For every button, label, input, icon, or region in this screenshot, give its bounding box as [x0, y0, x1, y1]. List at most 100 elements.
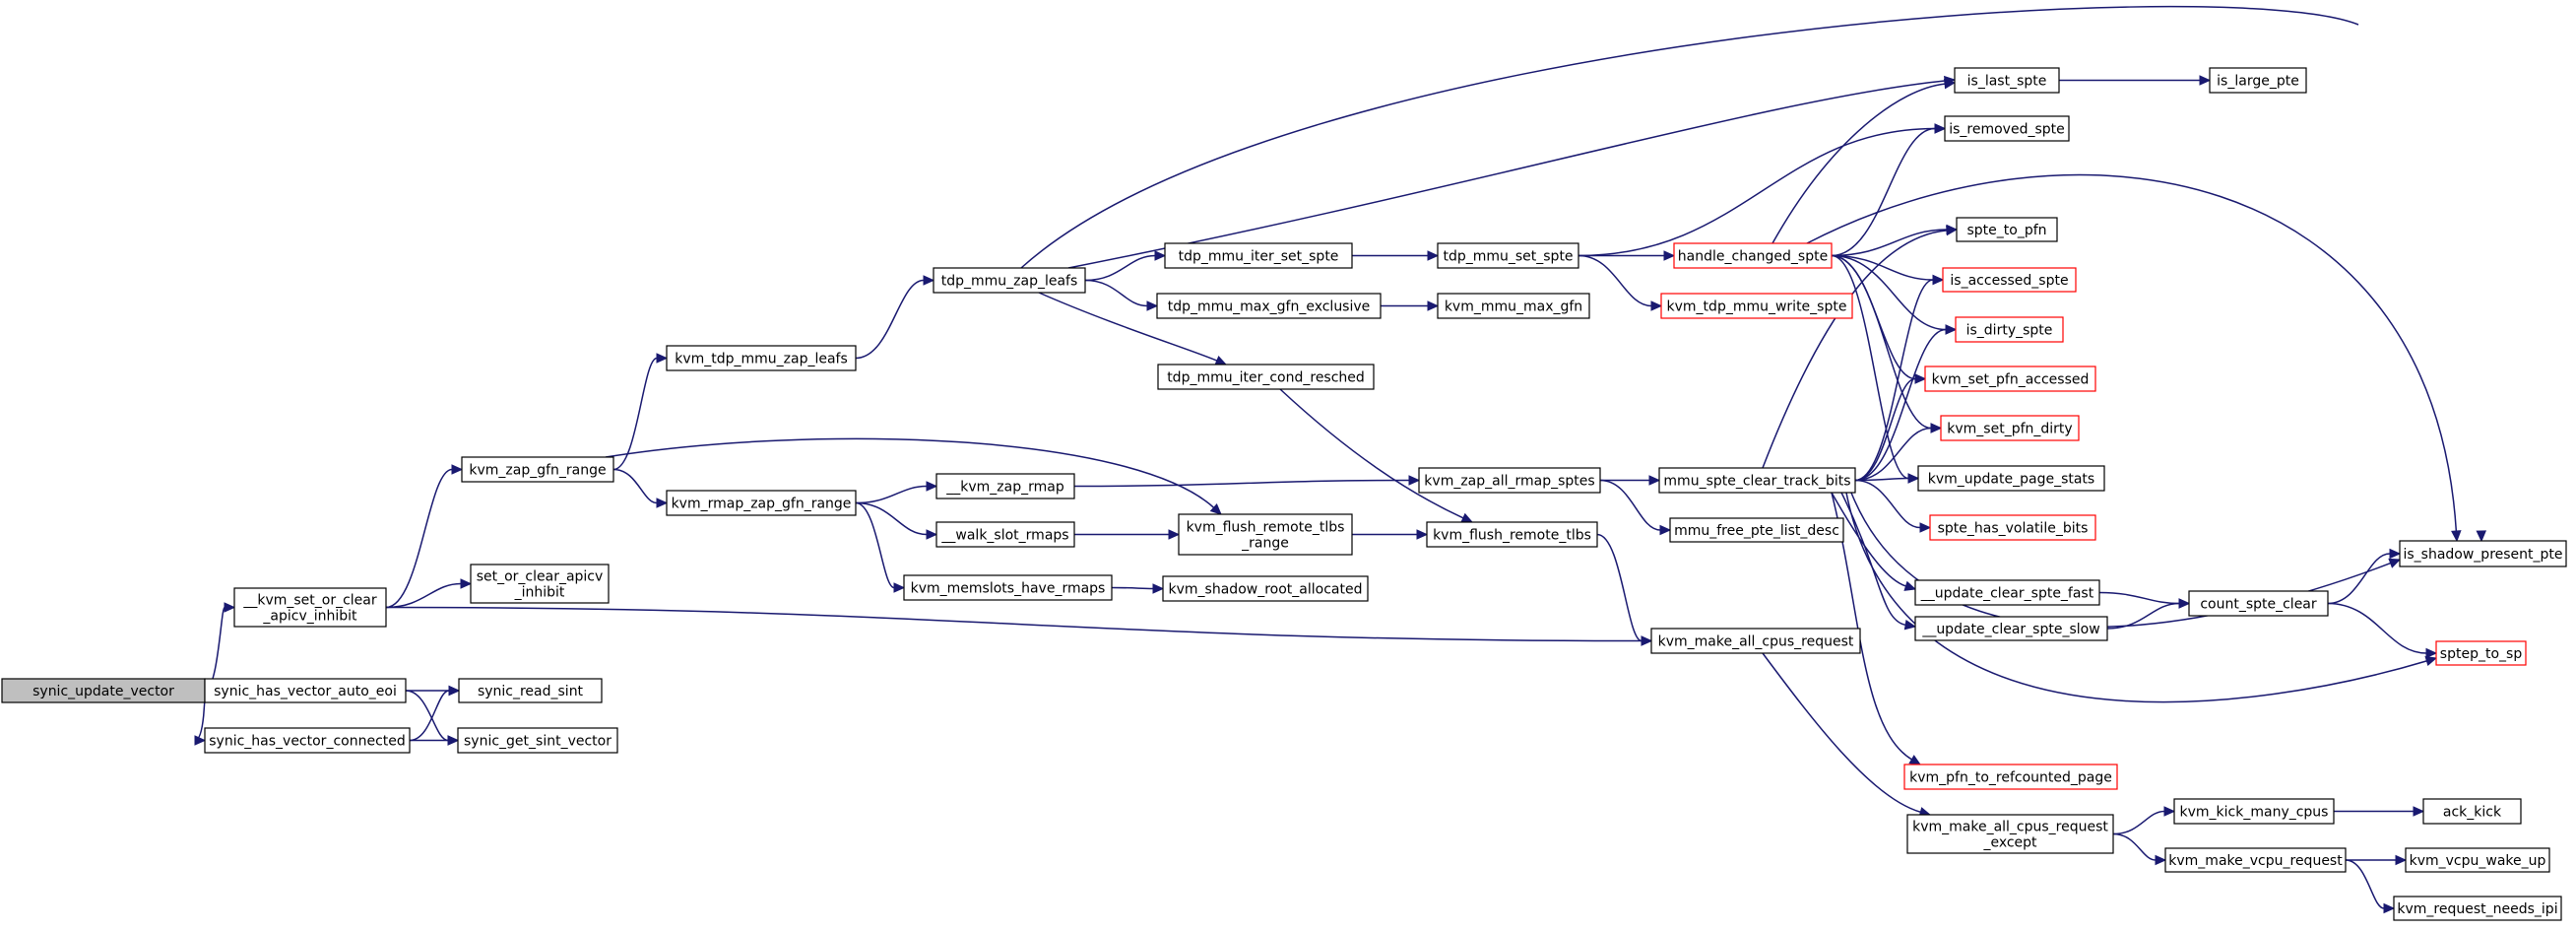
node-synic-has-vector-auto-eoi[interactable]: synic_has_vector_auto_eoi: [204, 678, 407, 703]
node-kvm-make-vcpu-request[interactable]: kvm_make_vcpu_request: [2164, 847, 2347, 873]
node-label: kvm_vcpu_wake_up: [2410, 853, 2546, 869]
node-mmu-spte-clear-track-bits[interactable]: mmu_spte_clear_track_bits: [1658, 467, 1856, 494]
node-update-clear-spte-slow[interactable]: __update_clear_spte_slow: [1914, 616, 2108, 641]
node-label: __update_clear_spte_slow: [1921, 622, 2099, 637]
node-box: [1650, 628, 1861, 654]
node-kvm-pfn-to-refcounted-page[interactable]: kvm_pfn_to_refcounted_page: [1903, 764, 2118, 790]
node-synic-get-sint-vector[interactable]: synic_get_sint_vector: [457, 727, 618, 754]
node-kvm-tdp-mmu-zap-leafs[interactable]: kvm_tdp_mmu_zap_leafs: [666, 345, 857, 371]
edge-mmu_spte_clear_track_bits-to-sptep_to_sp: [1845, 492, 2438, 703]
edge-line: [1831, 254, 1932, 430]
node-box: [1955, 316, 2064, 343]
node-box: [1903, 764, 2118, 790]
node-label: spte_to_pfn: [1966, 223, 2046, 238]
node-ack-kick[interactable]: ack_kick: [2422, 798, 2522, 825]
node-synic-has-vector-connected[interactable]: synic_has_vector_connected: [204, 727, 411, 754]
node-label: kvm_zap_all_rmap_sptes: [1424, 474, 1594, 490]
node-kvm-kick-many-cpus[interactable]: kvm_kick_many_cpus: [2173, 798, 2335, 825]
edge-arrowhead: [1214, 356, 1228, 366]
edge-line: [1084, 254, 1156, 282]
edge-kvm_zap_all_rmap_sptes-to-mmu_free_pte_list_desc: [1599, 479, 1672, 536]
edge-mmu_spte_clear_track_bits-to-__update_clear_spte_slow: [1840, 492, 1917, 631]
node-count-spte-clear[interactable]: count_spte_clear: [2188, 590, 2329, 617]
node-kvm-request-needs-ipi[interactable]: kvm_request_needs_ipi: [2393, 896, 2562, 921]
node-label: synic_get_sint_vector: [464, 734, 612, 750]
node-synic-read-sint[interactable]: synic_read_sint: [458, 678, 603, 703]
node-walk-slot-rmaps[interactable]: __walk_slot_rmaps: [935, 521, 1075, 548]
edge-line: [855, 279, 925, 360]
node-kvm-mmu-max-gfn[interactable]: kvm_mmu_max_gfn: [1437, 293, 1590, 319]
edge-line: [1038, 292, 1218, 362]
node-kvm-set-pfn-accessed[interactable]: kvm_set_pfn_accessed: [1924, 366, 2096, 392]
edge-line: [1854, 328, 1947, 482]
edge-line: [1279, 388, 1464, 519]
node-sptep-to-sp[interactable]: sptep_to_sp: [2435, 640, 2527, 666]
node-kvm-shadow-root-allocated[interactable]: kvm_shadow_root_allocated: [1162, 575, 1369, 602]
node-kvm-rmap-zap-gfn-range[interactable]: kvm_rmap_zap_gfn_range: [666, 490, 857, 516]
node-label: is_last_spte: [1967, 74, 2047, 90]
node-kvm-tdp-mmu-write-spte[interactable]: kvm_tdp_mmu_write_spte: [1660, 293, 1853, 319]
node-synic-update-vector[interactable]: synic_update_vector: [1, 678, 206, 703]
node-kvm-zap-gfn-range[interactable]: kvm_zap_gfn_range: [461, 456, 614, 483]
node-is-accessed-spte[interactable]: is_accessed_spte: [1942, 267, 2077, 293]
node-box: [1426, 521, 1598, 548]
node-kvm-flush-remote-tlbs[interactable]: kvm_flush_remote_tlbs: [1426, 521, 1598, 548]
edge-arrowhead: [1648, 475, 1661, 486]
node-is-dirty-spte[interactable]: is_dirty_spte: [1955, 316, 2064, 343]
edge-tdp_mmu_zap_leafs-to-tdp_mmu_iter_set_spte: [1084, 250, 1167, 282]
node-spte-to-pfn[interactable]: spte_to_pfn: [1956, 217, 2058, 242]
node-box: [666, 490, 857, 516]
edge-tdp_mmu_zap_leafs-to-is_last_spte: [1067, 75, 1957, 269]
edge-arrowhead: [224, 602, 236, 613]
node-is-last-spte[interactable]: is_last_spte: [1954, 67, 2060, 94]
edge-arrowhead: [1650, 300, 1663, 311]
node-set-or-clear-apicv-inhibit[interactable]: set_or_clear_apicv_inhibit: [470, 564, 610, 604]
node-label: __kvm_zap_rmap: [945, 480, 1064, 496]
node-kvm-vcpu-wake-up[interactable]: kvm_vcpu_wake_up: [2405, 847, 2550, 873]
edge-__kvm_set_or_clear_apicv_inhibit-to-kvm_make_all_cpus_request: [385, 606, 1653, 646]
node-kvm-zap-rmap[interactable]: __kvm_zap_rmap: [935, 473, 1075, 499]
node-handle-changed-spte[interactable]: handle_changed_spte: [1673, 242, 1833, 269]
node-box: [457, 727, 618, 754]
node-is-removed-spte[interactable]: is_removed_spte: [1944, 115, 2070, 142]
node-label: kvm_tdp_mmu_write_spte: [1667, 299, 1847, 315]
node-kvm-update-page-stats[interactable]: kvm_update_page_stats: [1917, 465, 2105, 492]
node-kvm-make-all-cpus-request[interactable]: kvm_make_all_cpus_request: [1650, 628, 1861, 654]
node-tdp-mmu-set-spte[interactable]: tdp_mmu_set_spte: [1437, 242, 1579, 269]
node-box: [2164, 847, 2347, 873]
node-mmu-free-pte-list-desc[interactable]: mmu_free_pte_list_desc: [1669, 517, 1844, 543]
node-label: _range: [1241, 536, 1289, 552]
node-label: synic_has_vector_connected: [209, 734, 406, 750]
node-is-shadow-present-pte[interactable]: is_shadow_present_pte: [2399, 540, 2567, 567]
node-box: [2188, 590, 2329, 617]
node-kvm-flush-remote-tlbs-range[interactable]: kvm_flush_remote_tlbs_range: [1178, 513, 1353, 556]
edge-kvm_make_all_cpus_request_except-to-kvm_make_vcpu_request: [2112, 832, 2167, 866]
node-kvm-memslots-have-rmaps[interactable]: kvm_memslots_have_rmaps: [903, 574, 1113, 601]
edge-line: [1831, 492, 1906, 587]
edge-line: [1831, 127, 1936, 257]
node-label: kvm_zap_gfn_range: [469, 463, 606, 479]
node-tdp-mmu-zap-leafs[interactable]: tdp_mmu_zap_leafs: [933, 267, 1086, 294]
node-kvm-set-pfn-dirty[interactable]: kvm_set_pfn_dirty: [1940, 415, 2080, 441]
node-tdp-mmu-max-gfn-exclusive[interactable]: tdp_mmu_max_gfn_exclusive: [1156, 293, 1382, 319]
node-label: kvm_kick_many_cpus: [2180, 805, 2329, 821]
edge-line: [1578, 254, 1652, 307]
node-label: handle_changed_spte: [1678, 249, 1828, 265]
node-box: [1940, 415, 2080, 441]
node-tdp-mmu-iter-cond-resched[interactable]: tdp_mmu_iter_cond_resched: [1157, 364, 1375, 390]
node-kvm-zap-all-rmap-sptes[interactable]: kvm_zap_all_rmap_sptes: [1418, 467, 1601, 494]
node-spte-has-volatile-bits[interactable]: spte_has_volatile_bits: [1929, 514, 2096, 541]
edge-line: [1831, 254, 1934, 281]
node-box: [1914, 579, 2100, 606]
node-update-clear-spte-fast[interactable]: __update_clear_spte_fast: [1914, 579, 2100, 606]
node-kvm-set-or-clear-apicv-inhibit[interactable]: __kvm_set_or_clear_apicv_inhibit: [233, 587, 387, 628]
edge-arrowhead: [2425, 647, 2438, 659]
edge-arrowhead: [2395, 854, 2408, 866]
node-box: [1944, 115, 2070, 142]
edge-mmu_spte_clear_track_bits-to-__update_clear_spte_fast: [1831, 492, 1917, 591]
node-is-large-pte[interactable]: is_large_pte: [2209, 67, 2307, 94]
edge-arrowhead: [893, 582, 906, 593]
edge-__kvm_set_or_clear_apicv_inhibit-to-set_or_clear_apicv_inhibit: [385, 578, 473, 609]
node-kvm-make-all-cpus-request-except[interactable]: kvm_make_all_cpus_request_except: [1906, 814, 2114, 854]
node-tdp-mmu-iter-set-spte[interactable]: tdp_mmu_iter_set_spte: [1164, 242, 1353, 269]
